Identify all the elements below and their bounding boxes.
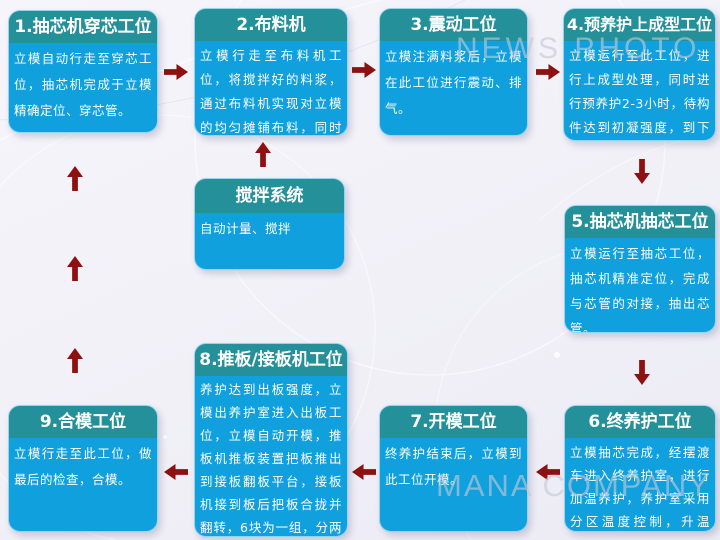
station-1-description: 立模自动行走至穿芯工位，抽芯机完成于立模精确定位、穿芯管。 (14, 51, 152, 118)
station-2-description: 立模行走至布料机工位，将搅拌好的料浆，通过布料机实现对立模的均匀摊铺布料，同时震… (200, 48, 342, 135)
station-box-1: 1.抽芯机穿芯工位 立模自动行走至穿芯工位，抽芯机完成于立模精确定位、穿芯管。 (8, 10, 158, 133)
station-box-3: 3.震动工位 立模注满料浆后，立模在此工位进行震动、排气。 (379, 8, 528, 136)
arrow-9-to-1-upper-icon (67, 166, 83, 191)
arrow-1-to-2-icon (164, 64, 188, 80)
station-box-6: 6.终养护工位 立模抽芯完成，经摆渡车进入终养护室，进行加温养护，养护室采用分区… (564, 405, 716, 532)
mixer-system-title: 搅拌系统 (195, 179, 344, 213)
arrow-9-to-1-lower-icon (67, 348, 83, 373)
station-3-title: 3.震动工位 (380, 9, 527, 41)
station-box-9: 9.合模工位 立模行走至此工位，做最后的检查，合模。 (8, 405, 158, 532)
arrow-3-to-4-icon (536, 64, 560, 80)
station-4-description: 立模运行至此工位，进行上成型处理，同时进行预养护2-3小时，待构件达到初凝强度，… (569, 48, 710, 135)
station-1-title: 1.抽芯机穿芯工位 (9, 11, 157, 43)
station-8-title: 8.推板/接板机工位 (195, 344, 347, 376)
station-7-title: 7.开模工位 (380, 406, 527, 438)
station-6-description: 立模抽芯完成，经摆渡车进入终养护室，进行加温养护，养护室采用分区温度控制，升温区… (570, 445, 710, 529)
station-9-description: 立模行走至此工位，做最后的检查，合模。 (14, 446, 152, 487)
station-3-description: 立模注满料浆后，立模在此工位进行震动、排气。 (385, 49, 522, 116)
station-6-title: 6.终养护工位 (565, 406, 715, 438)
arrow-7-to-8-icon (352, 464, 376, 480)
station-8-description: 养护达到出板强度，立模出养护室进入出板工位，立模自动开模，推板机推板装置把板推出… (200, 382, 342, 535)
arrow-2-to-3-icon (352, 62, 376, 78)
station-9-title: 9.合模工位 (9, 406, 157, 438)
arrow-8-to-9-icon (164, 464, 188, 480)
mixer-system-description: 自动计量、搅拌 (200, 221, 292, 236)
arrow-4-to-5-icon (634, 159, 650, 184)
arrow-5-to-6-icon (634, 360, 650, 385)
station-box-8: 8.推板/接板机工位 养护达到出板强度，立模出养护室进入出板工位，立模自动开模，… (194, 343, 348, 537)
station-5-description: 立模运行至抽芯工位，抽芯机精准定位，完成与芯管的对接，抽出芯管。 (570, 246, 710, 333)
station-box-4: 4.预养护上成型工位 立模运行至此工位，进行上成型处理，同时进行预养护2-3小时… (563, 8, 716, 141)
station-7-description: 终养护结束后，立模到此工位开模。 (385, 446, 522, 487)
arrow-9-to-1-middle-icon (67, 256, 83, 281)
arrow-mixer-to-2-icon (255, 142, 271, 167)
station-5-title: 5.抽芯机抽芯工位 (565, 206, 715, 238)
station-2-title: 2.布料机 (195, 9, 347, 41)
station-box-7: 7.开模工位 终养护结束后，立模到此工位开模。 (379, 405, 528, 532)
arrow-6-to-7-icon (536, 464, 560, 480)
station-box-5: 5.抽芯机抽芯工位 立模运行至抽芯工位，抽芯机精准定位，完成与芯管的对接，抽出芯… (564, 205, 716, 333)
station-4-title: 4.预养护上成型工位 (564, 9, 715, 41)
station-box-2: 2.布料机 立模行走至布料机工位，将搅拌好的料浆，通过布料机实现对立模的均匀摊铺… (194, 8, 348, 136)
mixer-system-box: 搅拌系统 自动计量、搅拌 (194, 178, 345, 270)
